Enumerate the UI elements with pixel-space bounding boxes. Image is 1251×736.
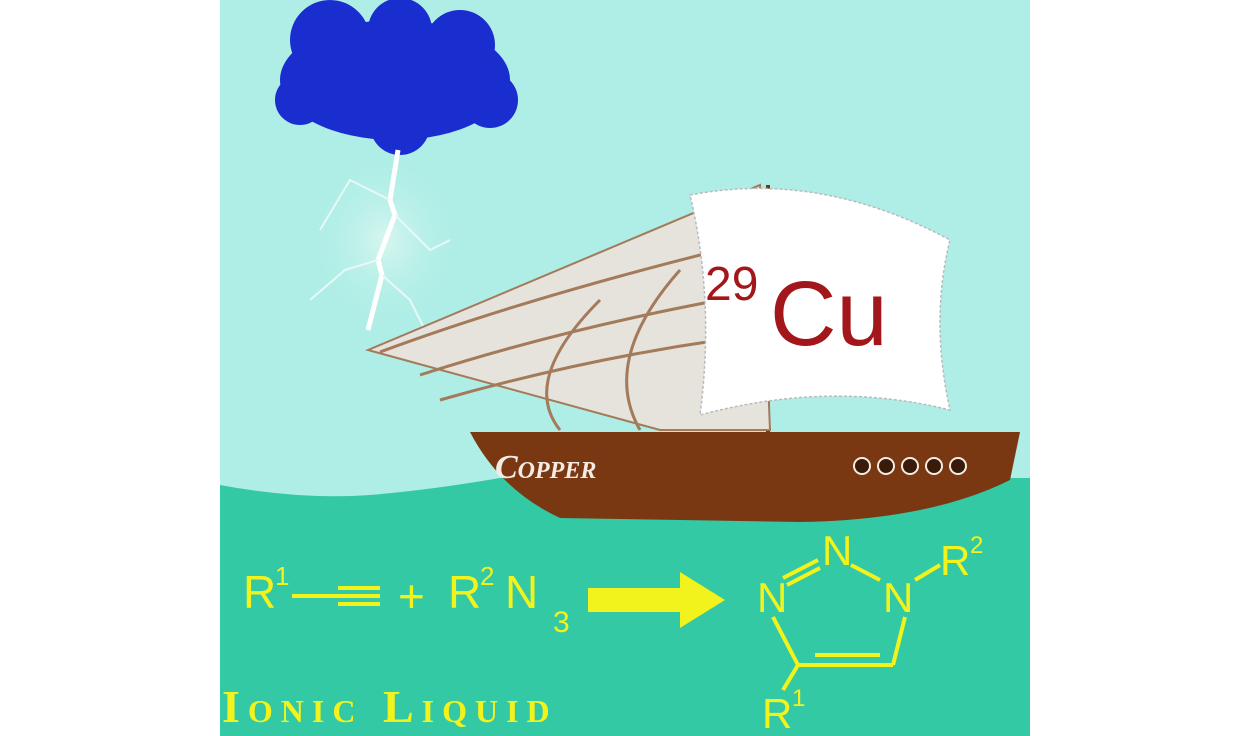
product-r2: R <box>940 537 970 584</box>
product-r1: R <box>762 690 792 736</box>
ionic-liquid-caption: Ionic Liquid <box>222 681 558 732</box>
triazole-bonds <box>771 558 942 692</box>
product-r1-sup: 1 <box>792 685 805 712</box>
reaction-scheme: R 1 + R 2 N 3 N N N R 2 R 1 <box>243 527 983 736</box>
triazole-n2: N <box>822 527 852 574</box>
reactant2-r: R <box>448 566 481 618</box>
hull <box>470 432 1020 522</box>
reactant2-sup: 2 <box>480 561 494 591</box>
reactant2-n: N <box>505 566 538 618</box>
triple-bond <box>292 586 380 606</box>
element-symbol: Cu <box>770 263 888 365</box>
lightning-icon <box>305 149 465 331</box>
atomic-number: 29 <box>705 258 758 311</box>
ship-name: Copper <box>495 449 596 486</box>
reactant1-sup: 1 <box>275 561 289 591</box>
product-r2-sup: 2 <box>970 532 983 559</box>
ship: 29 Cu Copper <box>364 183 1020 522</box>
portholes <box>853 457 967 475</box>
storm-cloud-icon <box>275 0 518 155</box>
reactant2-sub: 3 <box>553 606 570 639</box>
triazole-n3: N <box>883 574 913 621</box>
reactant1-r: R <box>243 566 276 618</box>
flag <box>689 187 951 417</box>
plus-sign: + <box>398 570 425 622</box>
reaction-arrow-icon <box>588 572 725 628</box>
triazole-n1: N <box>757 574 787 621</box>
